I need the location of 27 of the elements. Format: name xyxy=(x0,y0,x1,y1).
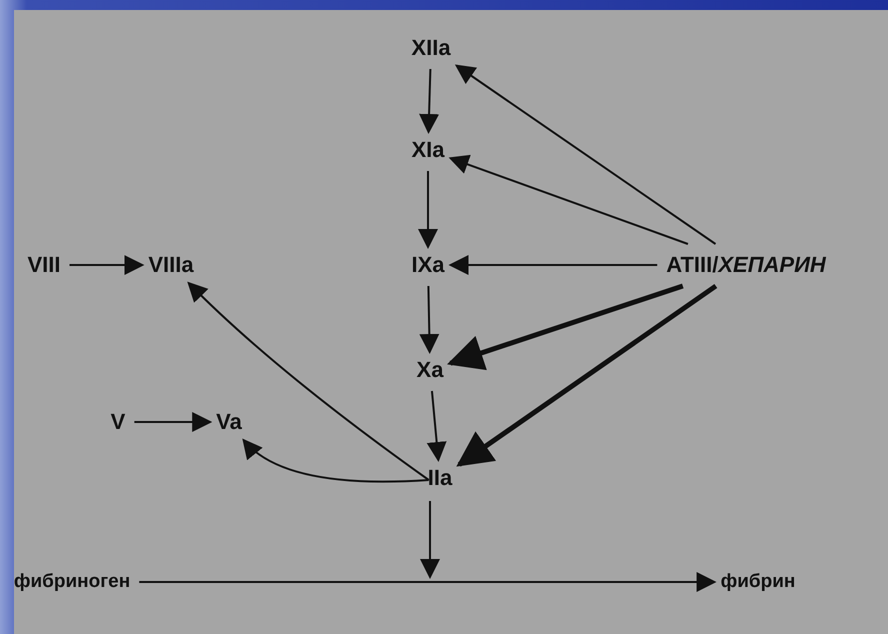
arrow xyxy=(447,284,684,370)
arrow xyxy=(454,64,716,245)
arrow xyxy=(448,255,658,275)
factor-label: IIa xyxy=(424,463,456,493)
arrow xyxy=(426,390,447,462)
factor-label: фибрин xyxy=(718,569,798,595)
arrow xyxy=(419,286,440,354)
factor-label: VIII xyxy=(24,250,64,280)
factor-label: IXa xyxy=(408,250,448,280)
arrow xyxy=(70,255,144,275)
factor-label: VIIIa xyxy=(145,250,197,280)
factor-label: Xa xyxy=(414,355,446,385)
factor-label: ATIII/ХЕПАРИН xyxy=(663,250,829,280)
factor-label: XIIa xyxy=(408,33,454,63)
arrow xyxy=(139,572,717,592)
arrow xyxy=(418,171,438,249)
arrow xyxy=(134,412,212,432)
factor-label: XIa xyxy=(408,135,448,165)
factor-label: Va xyxy=(213,407,245,437)
factor-label: фибриноген xyxy=(10,569,134,595)
arrow xyxy=(187,282,430,481)
factor-label: V xyxy=(108,407,128,437)
arrow xyxy=(448,154,688,245)
arrow xyxy=(456,284,718,467)
arrow xyxy=(242,438,429,483)
arrow xyxy=(420,501,440,579)
arrow xyxy=(419,68,440,134)
